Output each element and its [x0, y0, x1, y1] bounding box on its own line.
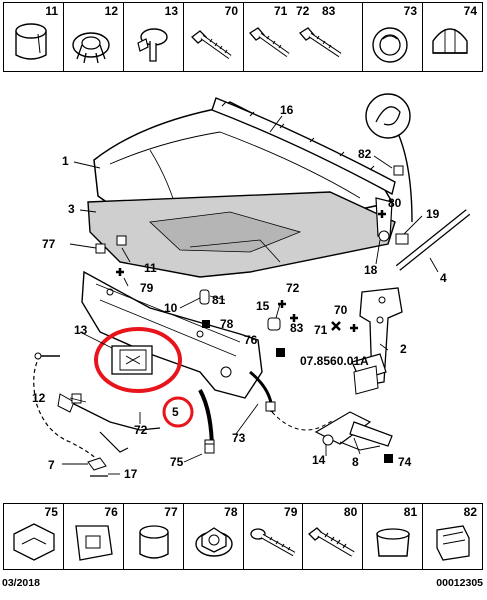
- part-number: 83: [322, 4, 336, 18]
- callout-12: 12: [32, 391, 46, 405]
- callout-2: 2: [400, 342, 407, 356]
- part-number: 75: [44, 505, 58, 519]
- reference-code: 07.8560.01A: [300, 354, 369, 368]
- part-cell-13[interactable]: 13: [124, 3, 184, 71]
- part-number: 70: [224, 4, 238, 18]
- callout-8: 8: [352, 455, 359, 469]
- bonnet-lock: [111, 345, 153, 375]
- retainer-clip-icon: [13, 523, 55, 561]
- callout-10: 10: [164, 301, 178, 315]
- part-number: 76: [104, 505, 118, 519]
- part-number: 81: [403, 505, 418, 519]
- callout-76: 76: [244, 333, 258, 347]
- callout-7: 7: [48, 458, 55, 472]
- part-number: 79: [284, 505, 298, 519]
- footer-date: 03/2018: [2, 577, 40, 589]
- part-cell-75[interactable]: 75: [4, 504, 64, 569]
- stopper-icon: [376, 528, 411, 557]
- callout-19: 19: [426, 207, 440, 221]
- part-cell-74[interactable]: 74: [423, 3, 482, 71]
- part-number: 82: [463, 505, 477, 519]
- part-cell-71-72-83[interactable]: 71 72 83: [244, 3, 363, 71]
- part-cell-70[interactable]: 70: [184, 3, 244, 71]
- callout-72-upper: 72: [286, 281, 300, 295]
- hinge: [359, 287, 403, 385]
- part-cell-73[interactable]: 73: [363, 3, 423, 71]
- part-cell-80[interactable]: 80: [303, 504, 364, 569]
- part-number: 73: [403, 4, 417, 18]
- callout-78: 78: [220, 317, 234, 331]
- part-number: 72: [296, 4, 310, 18]
- part-cell-76[interactable]: 76: [64, 504, 124, 569]
- part-cell-79[interactable]: 79: [244, 504, 304, 569]
- callout-5: 5: [172, 405, 179, 419]
- part-number: 11: [45, 4, 58, 18]
- callout-5-highlight: [162, 396, 194, 428]
- hinge-clip-icon: [137, 28, 168, 62]
- part-number: 13: [164, 4, 178, 18]
- part-cell-11[interactable]: 11: [4, 3, 64, 71]
- lock-crossmember: [81, 270, 263, 399]
- cap-plug-icon: [15, 23, 47, 60]
- part-cell-77[interactable]: 77: [124, 504, 184, 569]
- callout-82: 82: [358, 147, 372, 161]
- rod-clip-icon: [436, 525, 470, 561]
- cap-nut-icon: [432, 28, 468, 54]
- callout-70: 70: [334, 303, 348, 317]
- callout-4: 4: [440, 271, 447, 285]
- callout-75: 75: [170, 455, 184, 469]
- screw-icon: [249, 528, 295, 557]
- part-cell-12[interactable]: 12: [64, 3, 124, 71]
- push-clip-icon: [72, 32, 110, 64]
- callout-15: 15: [256, 299, 270, 313]
- callout-18: 18: [364, 263, 378, 277]
- part-number: 77: [164, 505, 178, 519]
- callout-71: 71: [314, 323, 328, 337]
- self-tapping-screw-icon: [308, 527, 355, 557]
- seal-strip: [211, 97, 396, 196]
- callout-16: 16: [280, 103, 294, 117]
- part-cell-81[interactable]: 81: [363, 504, 424, 569]
- part-number: 12: [104, 4, 118, 18]
- callout-3: 3: [68, 202, 75, 216]
- footer-doc-number: 00012305: [436, 577, 483, 589]
- callout-73: 73: [232, 431, 246, 445]
- callout-81: 81: [212, 293, 226, 307]
- callout-11: 11: [144, 261, 157, 275]
- callout-1: 1: [62, 154, 69, 168]
- callout-14: 14: [312, 453, 326, 467]
- flange-nut-icon: [194, 527, 233, 557]
- callout-74: 74: [398, 455, 412, 469]
- part-cell-82[interactable]: 82: [423, 504, 482, 569]
- callout-79: 79: [140, 281, 154, 295]
- bolt-icon: [191, 30, 232, 60]
- screws-icon: [249, 27, 342, 58]
- part-cell-78[interactable]: 78: [184, 504, 244, 569]
- striker-bracket: [349, 421, 393, 447]
- part-number: 78: [224, 505, 238, 519]
- callout-80: 80: [388, 196, 402, 210]
- callout-13: 13: [74, 323, 88, 337]
- bracket-clip-icon: [75, 525, 113, 561]
- grommet-icon: [372, 27, 408, 63]
- callout-77: 77: [42, 237, 56, 251]
- part-number: 71: [274, 4, 288, 18]
- bottom-parts-strip: 75 76 77 78 79: [3, 503, 483, 570]
- callout-72-lower: 72: [134, 423, 148, 437]
- exploded-bonnet-diagram: 1 2 3 4 5 7 8 10 11 12 13 14 15 16 17 18…: [32, 93, 471, 481]
- rubber-buffer-icon: [139, 525, 169, 559]
- callout-83: 83: [290, 321, 304, 335]
- callout-17: 17: [124, 467, 138, 481]
- top-parts-strip: 11 12 13 70 71 72 83: [3, 2, 483, 72]
- part-number: 74: [463, 4, 477, 18]
- part-number: 80: [343, 505, 358, 519]
- lock-highlight-circle: [94, 327, 182, 393]
